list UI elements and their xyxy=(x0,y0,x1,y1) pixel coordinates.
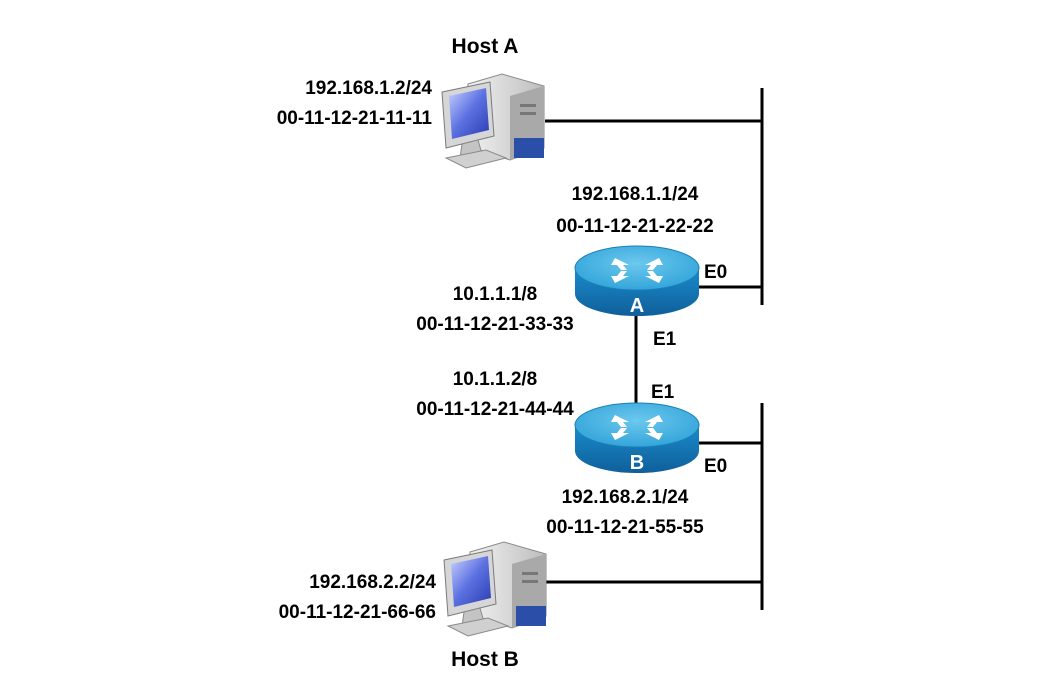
router-b-e1-label: E1 xyxy=(651,382,675,403)
host-b-title: Host B xyxy=(451,648,519,671)
router-b-e1-ip: 10.1.1.2/8 xyxy=(453,369,538,390)
router-a-e1-mac: 00-11-12-21-33-33 xyxy=(416,314,573,335)
router-a-e0-mac: 00-11-12-21-22-22 xyxy=(556,216,713,237)
router-icon: B xyxy=(574,402,700,474)
router-icon: A xyxy=(574,245,700,317)
router-a-e1-ip: 10.1.1.1/8 xyxy=(453,284,538,305)
router-b-e0-label: E0 xyxy=(704,456,727,477)
router-b-e0-ip: 192.168.2.1/24 xyxy=(562,487,689,508)
desktop-computer-icon xyxy=(441,73,545,169)
desktop-computer-icon xyxy=(443,541,547,637)
router-b-e1-mac: 00-11-12-21-44-44 xyxy=(416,399,574,420)
router-a-e0-ip: 192.168.1.1/24 xyxy=(572,184,699,205)
router-a-e1-label: E1 xyxy=(653,329,677,350)
router-a-e0-label: E0 xyxy=(704,262,727,283)
host-b-mac: 00-11-12-21-66-66 xyxy=(279,602,436,623)
router-a-letter: A xyxy=(630,295,644,317)
router-b-e0-mac: 00-11-12-21-55-55 xyxy=(546,517,704,538)
host-a-title: Host A xyxy=(452,35,519,58)
host-b-ip: 192.168.2.2/24 xyxy=(309,572,436,593)
host-a-mac: 00-11-12-21-11-11 xyxy=(277,108,433,129)
host-a-ip: 192.168.1.2/24 xyxy=(305,78,432,99)
router-b-letter: B xyxy=(630,452,644,474)
